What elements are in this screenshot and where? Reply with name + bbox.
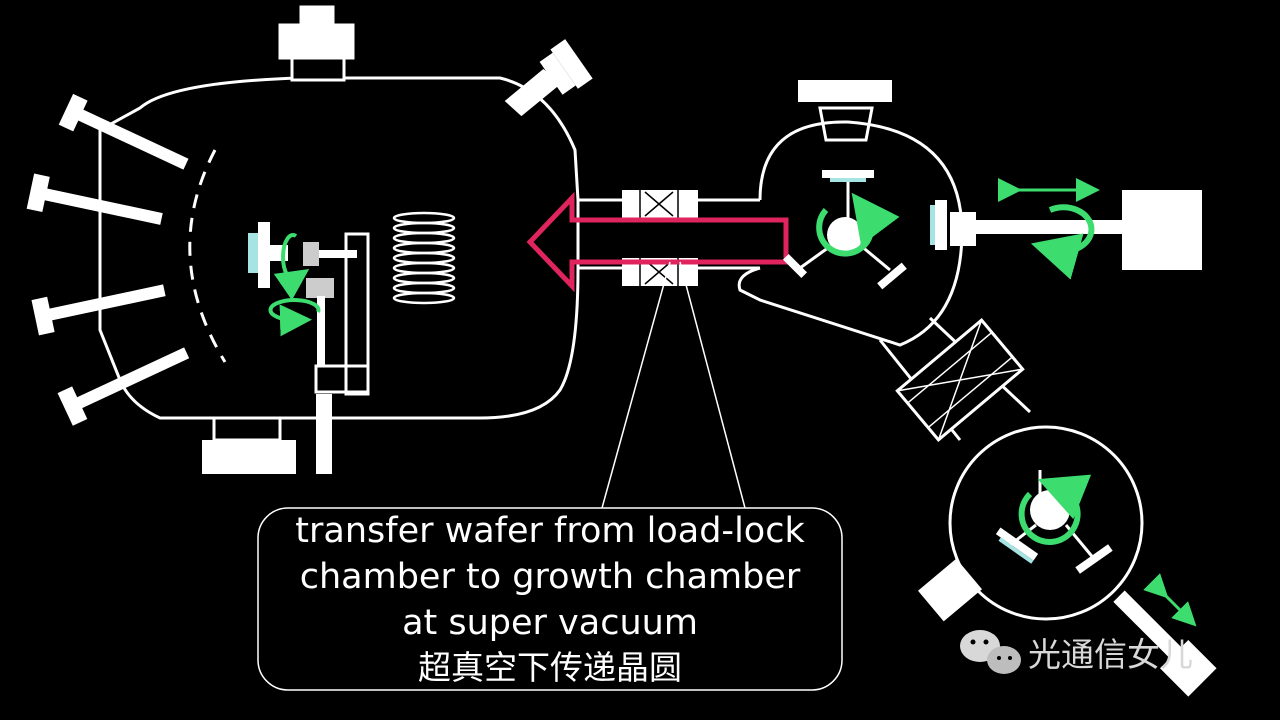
wechat-icon: [960, 630, 1021, 674]
callout-line-2: chamber to growth chamber: [299, 557, 801, 597]
rotation-arrow-icon: [268, 233, 321, 337]
growth-chamber: [98, 76, 580, 420]
rheed-gun: [504, 39, 593, 117]
substrate-manipulator: [248, 222, 370, 474]
callout-box: [257, 507, 843, 691]
diagonal-gate-valve: [878, 316, 1032, 442]
buffer-top-port: [798, 80, 892, 142]
effusion-cells: [26, 93, 190, 426]
callout-line-chinese: 超真空下传递晶圆: [418, 648, 682, 687]
loadlock-chamber: [917, 425, 1217, 697]
heater-coil-icon: [392, 211, 456, 305]
gate-valve-icon: [622, 190, 698, 286]
buffer-substrate-holder: [782, 170, 907, 290]
linear-motion-icon: [930, 178, 1202, 280]
transfer-arrow-icon: [526, 191, 789, 293]
rotation-arrow-icon: [816, 192, 900, 257]
growth-bottom-port: [202, 416, 296, 474]
growth-top-port: [278, 5, 355, 82]
callout-line-3: at super vacuum: [402, 603, 698, 643]
callout-pointer: [601, 261, 746, 509]
shutter-arc: [188, 149, 227, 363]
callout-text: transfer wafer from load-lock chamber to…: [262, 508, 838, 690]
callout-line-1: transfer wafer from load-lock: [295, 511, 805, 551]
watermark-text: 光通信女儿: [1028, 635, 1193, 674]
